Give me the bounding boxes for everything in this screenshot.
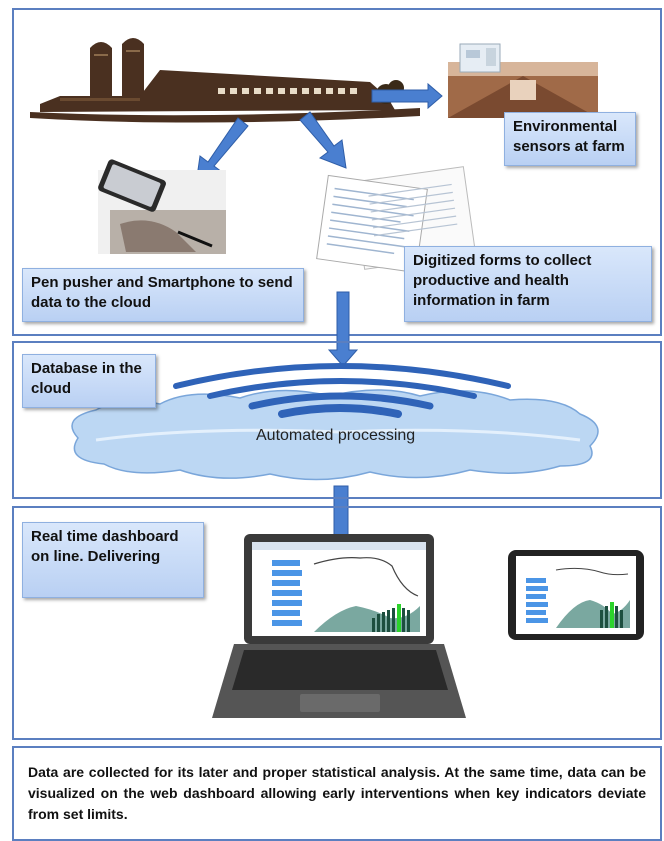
sensors-label: Environmental sensors at farm [504, 112, 636, 166]
smartphone-pen-photo [98, 159, 226, 254]
footer-panel [12, 746, 662, 841]
signal-waves-icon [173, 363, 511, 418]
laptop-icon [212, 534, 466, 718]
forms-label: Digitized forms to collect productive an… [404, 246, 652, 322]
database-label: Database in the cloud [22, 354, 156, 408]
footer-text: Data are collected for its later and pro… [28, 764, 646, 822]
cloud-icon [71, 389, 599, 481]
processing-text: Automated processing [256, 427, 416, 444]
data-flow-arrows [195, 82, 443, 557]
cloud-panel [12, 341, 662, 499]
livestock-interior-photo [448, 43, 598, 118]
pen-pusher-label: Pen pusher and Smartphone to send data t… [22, 268, 304, 322]
dashboard-label: Real time dashboard on line. Delivering [22, 522, 204, 598]
dashboard-panel [12, 506, 662, 740]
tablet-icon [508, 550, 644, 640]
farm-barn-icon [30, 38, 420, 123]
paper-forms-icon [316, 166, 477, 274]
